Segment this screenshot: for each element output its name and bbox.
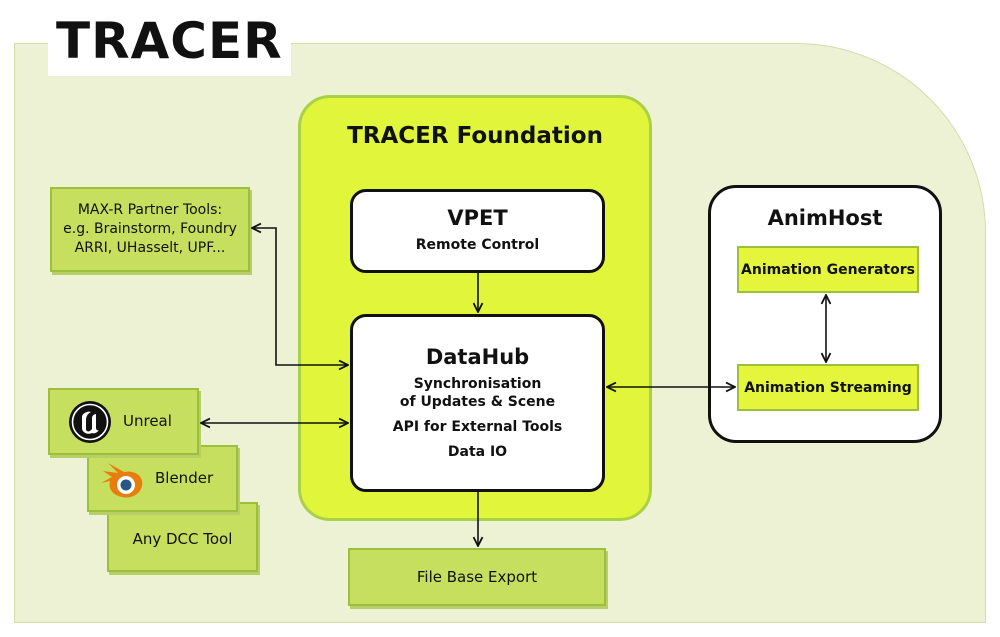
datahub-line: Synchronisation — [413, 376, 542, 392]
animation-generators-label: Animation Generators — [741, 261, 915, 278]
datahub-line: of Updates & Scene — [399, 394, 556, 410]
vpet-subtitle: Remote Control — [415, 237, 540, 253]
datahub-line: Data IO — [447, 444, 508, 460]
animation-streaming-box: Animation Streaming — [737, 364, 919, 411]
unreal-label: Unreal — [123, 412, 172, 430]
unreal-engine-logo-icon — [69, 401, 111, 443]
animhost-title: AnimHost — [767, 206, 883, 230]
partner-tools-line: MAX-R Partner Tools: — [77, 202, 223, 218]
any-dcc-tool-label: Any DCC Tool — [132, 529, 233, 548]
datahub-title: DataHub — [425, 345, 530, 369]
page-title: TRACER — [48, 6, 291, 76]
file-base-export-box: File Base Export — [348, 548, 606, 606]
partner-tools-line: e.g. Brainstorm, Foundry — [63, 221, 237, 237]
partner-tools-line: ARRI, UHasselt, UPF... — [74, 240, 226, 256]
animation-generators-box: Animation Generators — [737, 246, 919, 293]
blender-logo-icon — [101, 463, 143, 498]
blender-box: Blender — [87, 445, 238, 512]
animation-streaming-label: Animation Streaming — [744, 379, 912, 396]
foundation-title: TRACER Foundation — [347, 123, 603, 149]
partner-tools-box: MAX-R Partner Tools: e.g. Brainstorm, Fo… — [50, 187, 250, 272]
datahub-box: DataHub Synchronisation of Updates & Sce… — [350, 314, 605, 492]
vpet-box: VPET Remote Control — [350, 189, 605, 273]
file-base-export-label: File Base Export — [416, 567, 538, 586]
arrow-partners-datahub — [252, 228, 348, 365]
datahub-line: API for External Tools — [392, 419, 563, 435]
vpet-title: VPET — [447, 206, 508, 230]
blender-label: Blender — [155, 469, 214, 487]
